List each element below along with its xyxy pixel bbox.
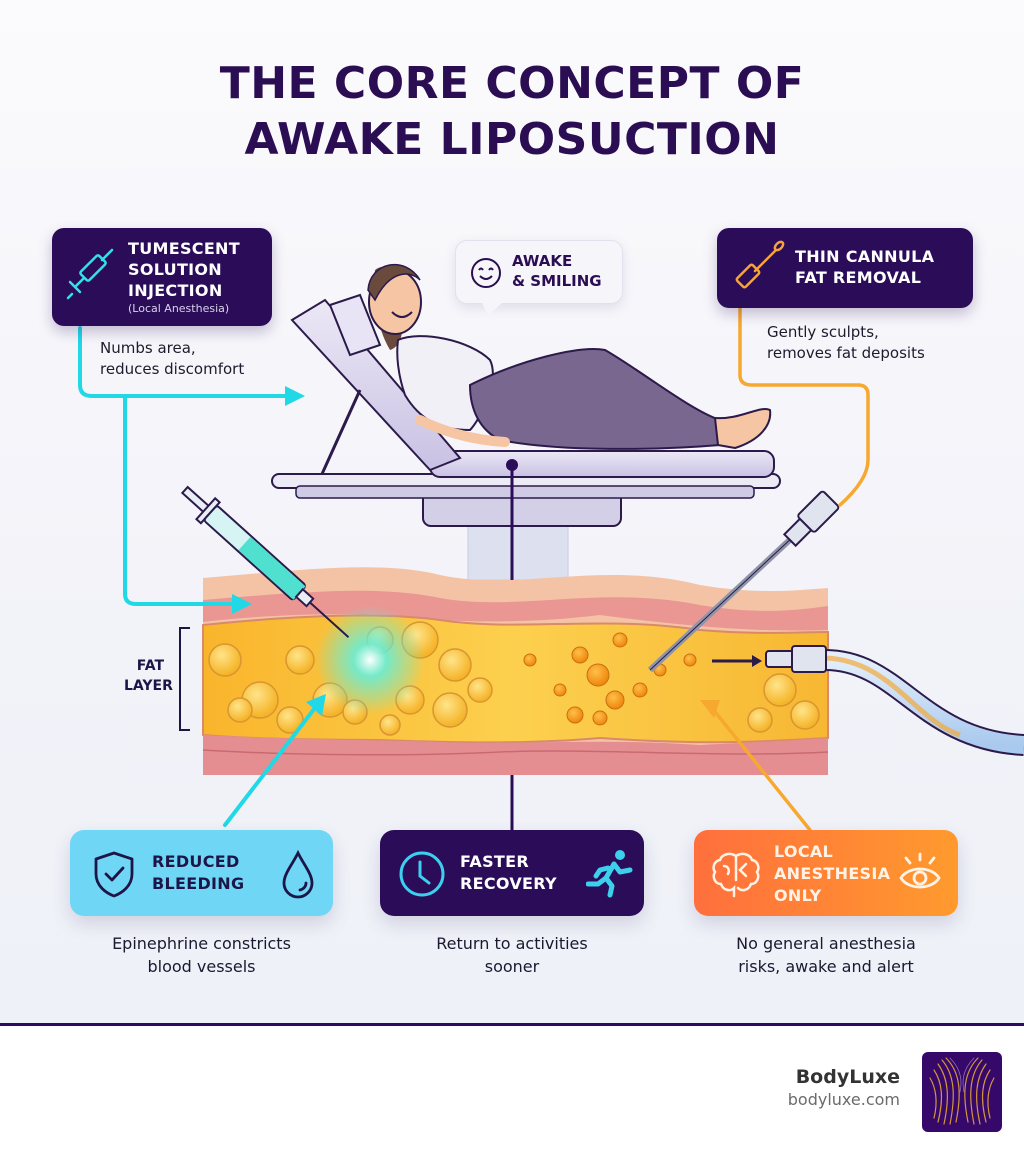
benefit-card-faster-recovery: FASTER RECOVERY bbox=[380, 830, 644, 916]
running-person-icon bbox=[586, 848, 634, 898]
cannula-note: Gently sculpts, removes fat deposits bbox=[767, 323, 925, 362]
brand-logo bbox=[922, 1052, 1002, 1132]
tumescent-note: Numbs area, reduces discomfort bbox=[100, 339, 245, 378]
surgical-bed bbox=[271, 293, 781, 581]
eye-icon bbox=[898, 852, 942, 892]
reduced-bleeding-caption: Epinephrine constricts blood vessels bbox=[112, 934, 291, 976]
patient-figure bbox=[367, 263, 772, 450]
tumescent-subheading: (Local Anesthesia) bbox=[128, 302, 230, 315]
faster-recovery-caption: Return to activities sooner bbox=[436, 934, 588, 976]
title-line-1: THE CORE CONCEPT OF bbox=[219, 58, 805, 109]
suction-tube bbox=[712, 645, 1024, 756]
cannula-heading: THIN CANNULA FAT REMOVAL bbox=[795, 247, 935, 287]
local-anesthesia-caption: No general anesthesia risks, awake and a… bbox=[736, 934, 916, 976]
brand-name: BodyLuxe bbox=[795, 1066, 900, 1088]
clock-icon bbox=[398, 850, 446, 898]
tumescent-callout: TUMESCENT SOLUTION INJECTION (Local Anes… bbox=[52, 228, 272, 326]
cannula-illustration bbox=[647, 490, 840, 673]
infographic-canvas: THE CORE CONCEPT OF AWAKE LIPOSUCTION bbox=[0, 0, 1024, 1024]
local-anesthesia-heading: LOCAL ANESTHESIA ONLY bbox=[774, 842, 891, 905]
cannula-callout: THIN CANNULA FAT REMOVAL bbox=[717, 228, 973, 308]
smiley-face-icon bbox=[470, 257, 502, 289]
syringe-illustration bbox=[180, 485, 350, 638]
title-line-2: AWAKE LIPOSUCTION bbox=[244, 114, 780, 165]
reduced-bleeding-heading: REDUCED BLEEDING bbox=[152, 852, 245, 893]
benefit-card-reduced-bleeding: REDUCED BLEEDING bbox=[70, 830, 333, 916]
brand-url[interactable]: bodyluxe.com bbox=[787, 1090, 900, 1109]
benefit-card-local-anesthesia: LOCAL ANESTHESIA ONLY bbox=[694, 830, 958, 916]
brain-icon bbox=[710, 850, 762, 898]
awake-speech-bubble: AWAKE & SMILING bbox=[455, 240, 623, 315]
fat-layer-bracket bbox=[179, 627, 190, 731]
liposuction-illustration bbox=[78, 263, 1024, 832]
water-drop-icon bbox=[280, 850, 316, 900]
syringe-icon bbox=[64, 246, 118, 300]
fat-layer-label: FAT LAYER bbox=[124, 658, 173, 694]
tumescent-heading: TUMESCENT SOLUTION INJECTION bbox=[128, 239, 240, 300]
awake-heading: AWAKE & SMILING bbox=[512, 252, 602, 290]
faster-recovery-heading: FASTER RECOVERY bbox=[460, 852, 557, 893]
orange-connectors bbox=[710, 306, 870, 832]
footer-divider bbox=[0, 1023, 1024, 1026]
cannula-icon bbox=[731, 240, 787, 296]
cyan-connectors bbox=[78, 326, 320, 827]
page-title: THE CORE CONCEPT OF AWAKE LIPOSUCTION bbox=[0, 56, 1024, 168]
shield-check-icon bbox=[92, 850, 136, 898]
